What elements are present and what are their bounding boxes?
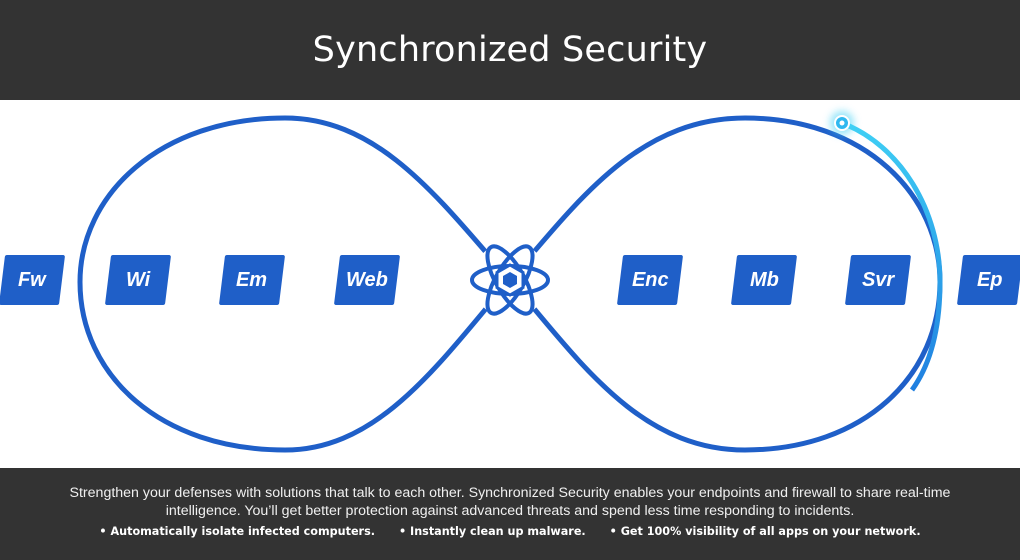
tile-web: Web (333, 255, 401, 305)
tile-em: Em (218, 255, 286, 305)
bullet-visibility: • Get 100% visibility of all apps on you… (609, 525, 921, 538)
tile-enc: Enc (616, 255, 684, 305)
footer-band: Strengthen your defenses with solutions … (0, 468, 1020, 560)
infinity-diagram: Fw Wi Em Web Enc Mb Svr Ep (0, 100, 1020, 468)
tile-ep: Ep (956, 255, 1020, 305)
atom-shield-icon (470, 242, 550, 318)
tile-fw: Fw (0, 255, 66, 305)
description-text: Strengthen your defenses with solutions … (69, 485, 951, 519)
bullet-list: • Automatically isolate infected compute… (0, 525, 1020, 538)
tile-wi: Wi (104, 255, 172, 305)
glow-segment (841, 120, 943, 392)
page-title: Synchronized Security (312, 30, 708, 70)
bullet-clean: • Instantly clean up malware. (398, 525, 586, 538)
infinity-loop (77, 111, 943, 453)
tile-mb: Mb (730, 255, 798, 305)
bullet-isolate: • Automatically isolate infected compute… (99, 525, 375, 538)
header-bar: Synchronized Security (0, 0, 1020, 100)
tile-svr: Svr (844, 255, 912, 305)
